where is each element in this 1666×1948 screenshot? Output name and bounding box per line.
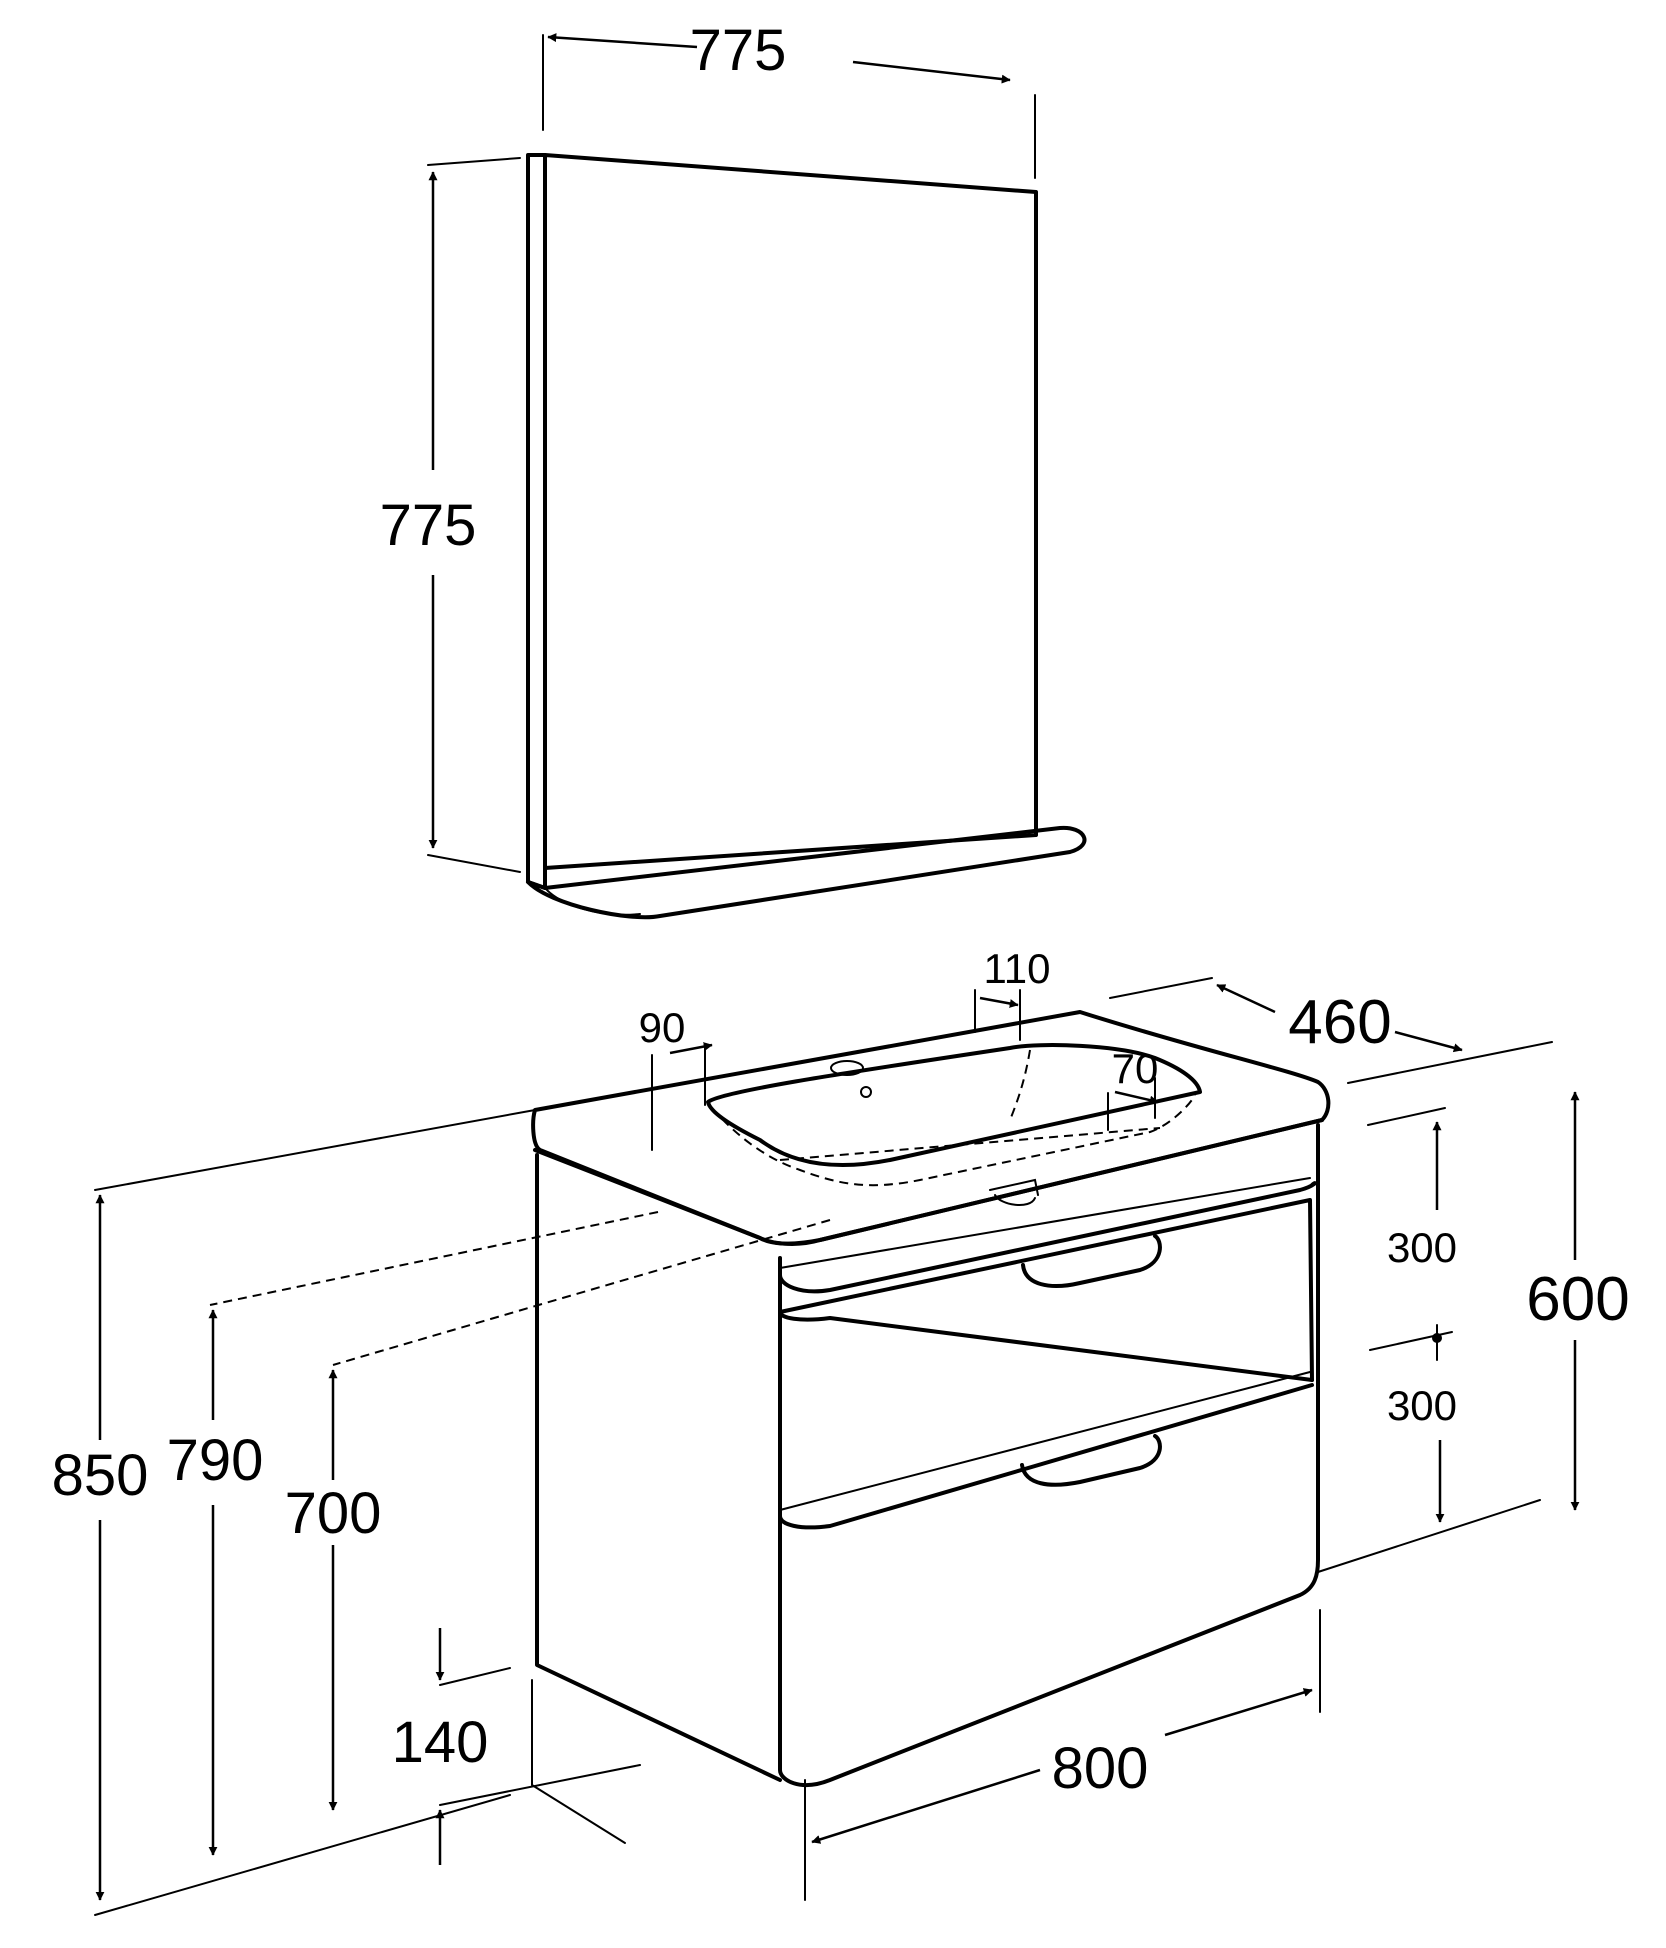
mirror (526, 153, 1087, 920)
mirror-width-label: 775 (690, 18, 787, 83)
basin-right-rim-dimension: 70 (1107, 1045, 1159, 1131)
cabinet (535, 1123, 1320, 1787)
mirror-height-dimension: 775 (380, 157, 521, 873)
height-700-label: 700 (285, 1481, 382, 1546)
basin-tap-offset-label: 110 (984, 945, 1051, 992)
depth-dimension: 460 (1109, 977, 1553, 1084)
mirror-width-dimension: 775 (542, 18, 1036, 179)
total-height-label: 600 (1526, 1265, 1629, 1334)
cabinet-width-label: 800 (1052, 1736, 1149, 1801)
basin-right-rim-label: 70 (1112, 1045, 1159, 1092)
left-height-dimensions: 850 790 700 140 (52, 1109, 641, 1916)
depth-label: 460 (1288, 988, 1391, 1057)
height-790-label: 790 (167, 1428, 264, 1493)
upper-half-label: 300 (1387, 1224, 1457, 1271)
height-850-label: 850 (52, 1443, 149, 1508)
basin-left-rim-dimension: 90 (639, 1004, 713, 1151)
gap-140-label: 140 (392, 1710, 489, 1775)
basin-left-rim-label: 90 (639, 1004, 686, 1051)
cabinet-width-dimension: 800 (804, 1609, 1321, 1901)
mirror-height-label: 775 (380, 493, 477, 558)
basin-tap-offset-dimension: 110 (974, 945, 1051, 1041)
basin (531, 1010, 1331, 1246)
lower-half-label: 300 (1387, 1382, 1457, 1429)
right-height-dimensions: 300 300 600 (1317, 1091, 1630, 1573)
